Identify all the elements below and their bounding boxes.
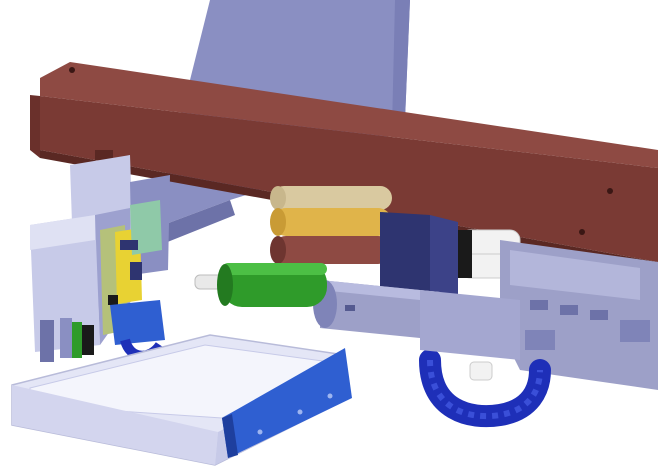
beam-tab xyxy=(95,150,113,160)
yellow-cylinder xyxy=(272,208,392,236)
green-actuator xyxy=(194,263,327,307)
brown-cylinder xyxy=(272,236,392,264)
actuator-motor xyxy=(313,280,520,360)
beam-hole-lower xyxy=(579,229,585,235)
cylinder-stack xyxy=(270,186,392,264)
cable-chain xyxy=(419,349,551,428)
beam-hole-left xyxy=(69,67,75,73)
beam-hole-right xyxy=(607,188,613,194)
support-post xyxy=(469,361,493,381)
navy-mount xyxy=(380,212,458,300)
tan-cylinder xyxy=(272,186,392,210)
gripper-fingers xyxy=(40,318,94,362)
motor-housing xyxy=(500,240,658,390)
tray-bracket xyxy=(222,348,352,458)
